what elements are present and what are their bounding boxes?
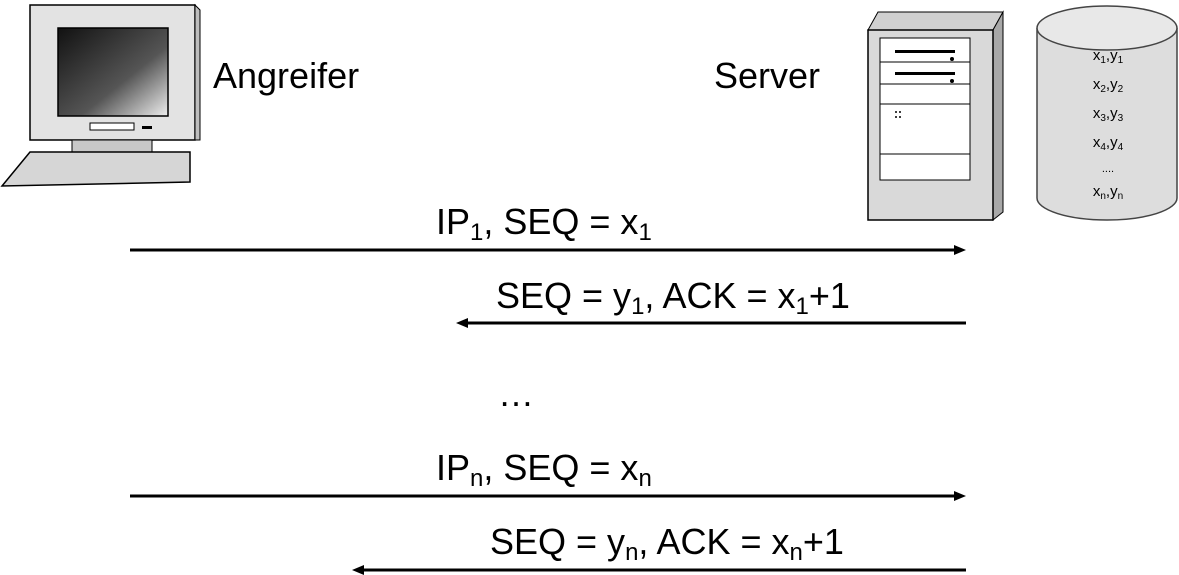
arrow-m1 xyxy=(130,245,966,255)
ellipsis-label: … xyxy=(498,373,534,414)
arrow-m3 xyxy=(130,491,966,501)
server-label: Server xyxy=(714,55,821,96)
db-entry: x1,y1 xyxy=(1092,47,1124,66)
db-entry: x2,y2 xyxy=(1092,76,1124,95)
db-ellipsis: .... xyxy=(1101,163,1115,175)
arrow-m4 xyxy=(352,565,966,575)
attacker-label: Angreifer xyxy=(213,55,360,96)
db-entry: x4,y4 xyxy=(1092,134,1124,153)
arrow-m2 xyxy=(456,318,966,328)
db-entry-last: xn,yn xyxy=(1092,183,1124,202)
computer-icon xyxy=(0,3,201,187)
message-2-label: SEQ = y1, ACK = x1+1 xyxy=(496,275,850,320)
database-entries: x1,y1 x2,y2 x3,y3 x4,y4 .... xn,yn xyxy=(1038,48,1178,213)
server-icon xyxy=(867,10,1004,222)
db-entry: x3,y3 xyxy=(1092,105,1124,124)
message-3-label: IPn, SEQ = xn xyxy=(436,447,652,492)
database-icon xyxy=(1036,5,1178,221)
message-1-label: IP1, SEQ = x1 xyxy=(436,201,652,246)
message-4-label: SEQ = yn, ACK = xn+1 xyxy=(490,521,844,566)
